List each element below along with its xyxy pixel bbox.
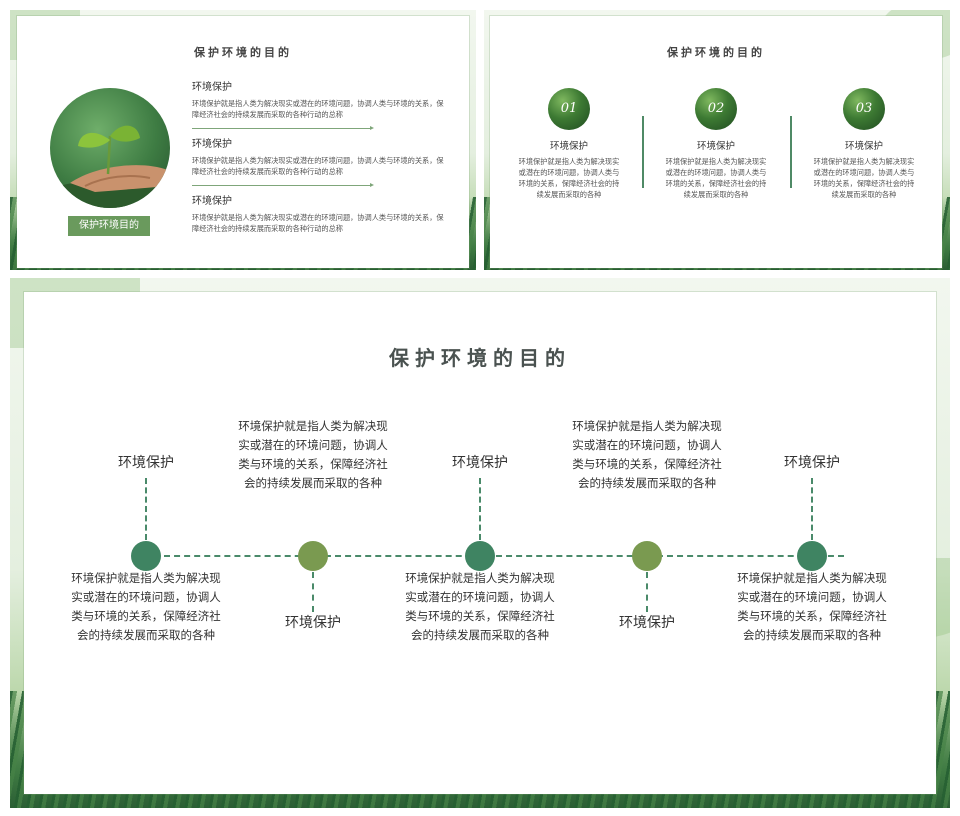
slide-title: 保护环境的目的 [194,46,292,59]
list-item: 环境保护 环境保护就是指人类为解决现实或潜在的环境问题，协调人类与环境的关系，保… [192,78,447,120]
node-text: 环境保护就是指人类为解决现实或潜在的环境问题，协调人类与环境的关系，保障经济社会… [405,573,555,642]
node-label: 环境保护 [118,454,174,470]
timeline-node [298,541,328,571]
slide-purpose-columns: 保护环境的目的 01 环境保护 环境保护就是指人类为解决现实或潜在的环境问题，协… [484,10,950,270]
column-heading: 环境保护 [549,141,588,152]
timeline-node [465,541,495,571]
column-divider [642,116,644,188]
column-item: 03 环境保护 环境保护就是指人类为解决现实或潜在的环境问题，协调人类与环境的关… [812,88,916,200]
slide-card: 保护环境的目的 环境保护 环境保护就是指人类为解决现实或潜在的环境问题，协调人类… [24,292,936,794]
list-item: 环境保护 环境保护就是指人类为解决现实或潜在的环境问题，协调人类与环境的关系，保… [192,192,447,234]
node-connector [811,478,813,540]
slide-title: 保护环境的目的 [667,46,765,59]
column-heading: 环境保护 [696,141,735,152]
divider-arrow [192,126,374,130]
node-connector [479,478,481,540]
node-label: 环境保护 [285,614,341,630]
node-label: 环境保护 [784,454,840,470]
column-item: 02 环境保护 环境保护就是指人类为解决现实或潜在的环境问题，协调人类与环境的关… [664,88,768,200]
timeline-node [632,541,662,571]
item-heading: 环境保护 [192,196,232,207]
slide-title: 保护环境的目的 [389,346,571,370]
column-text: 环境保护就是指人类为解决现实或潜在的环境问题，协调人类与环境的关系，保障经济社会… [813,157,915,199]
item-text: 环境保护就是指人类为解决现实或潜在的环境问题，协调人类与环境的关系，保障经济社会… [192,99,444,119]
leaf-badge-icon: 03 [843,88,885,130]
seedling-in-hand-photo [50,88,170,208]
timeline-node [797,541,827,571]
node-text: 环境保护就是指人类为解决现实或潜在的环境问题，协调人类与环境的关系，保障经济社会… [737,573,887,642]
column-divider [790,116,792,188]
slide-card: 保护环境的目的 保护环境目的 环境保护 环境保护就是指人类为解决现实或潜在的环境… [17,16,469,268]
timeline-line [164,555,844,557]
column-item: 01 环境保护 环境保护就是指人类为解决现实或潜在的环境问题，协调人类与环境的关… [517,88,621,200]
item-heading: 环境保护 [192,82,232,93]
timeline-node [131,541,161,571]
slide-purpose-timeline: 保护环境的目的 环境保护 环境保护就是指人类为解决现实或潜在的环境问题，协调人类… [10,278,950,808]
list-item: 环境保护 环境保护就是指人类为解决现实或潜在的环境问题，协调人类与环境的关系，保… [192,135,447,177]
node-connector [312,572,314,612]
item-text: 环境保护就是指人类为解决现实或潜在的环境问题，协调人类与环境的关系，保障经济社会… [192,156,444,176]
item-heading: 环境保护 [192,139,232,150]
column-text: 环境保护就是指人类为解决现实或潜在的环境问题，协调人类与环境的关系，保障经济社会… [518,157,620,199]
item-text: 环境保护就是指人类为解决现实或潜在的环境问题，协调人类与环境的关系，保障经济社会… [192,213,444,233]
divider-arrow [192,183,374,187]
purpose-button[interactable]: 保护环境目的 [68,216,150,236]
node-text: 环境保护就是指人类为解决现实或潜在的环境问题，协调人类与环境的关系，保障经济社会… [238,421,388,490]
slide-card: 保护环境的目的 01 环境保护 环境保护就是指人类为解决现实或潜在的环境问题，协… [490,16,942,268]
node-text: 环境保护就是指人类为解决现实或潜在的环境问题，协调人类与环境的关系，保障经济社会… [572,421,722,490]
node-connector [646,572,648,612]
node-connector [145,478,147,540]
node-label: 环境保护 [619,614,675,630]
column-heading: 环境保护 [844,141,883,152]
leaf-badge-icon: 01 [548,88,590,130]
leaf-badge-icon: 02 [695,88,737,130]
node-label: 环境保护 [452,454,508,470]
node-text: 环境保护就是指人类为解决现实或潜在的环境问题，协调人类与环境的关系，保障经济社会… [71,573,221,642]
slide-purpose-list: 保护环境的目的 保护环境目的 环境保护 环境保护就是指人类为解决现实或潜在的环境… [10,10,476,270]
column-text: 环境保护就是指人类为解决现实或潜在的环境问题，协调人类与环境的关系，保障经济社会… [665,157,767,199]
